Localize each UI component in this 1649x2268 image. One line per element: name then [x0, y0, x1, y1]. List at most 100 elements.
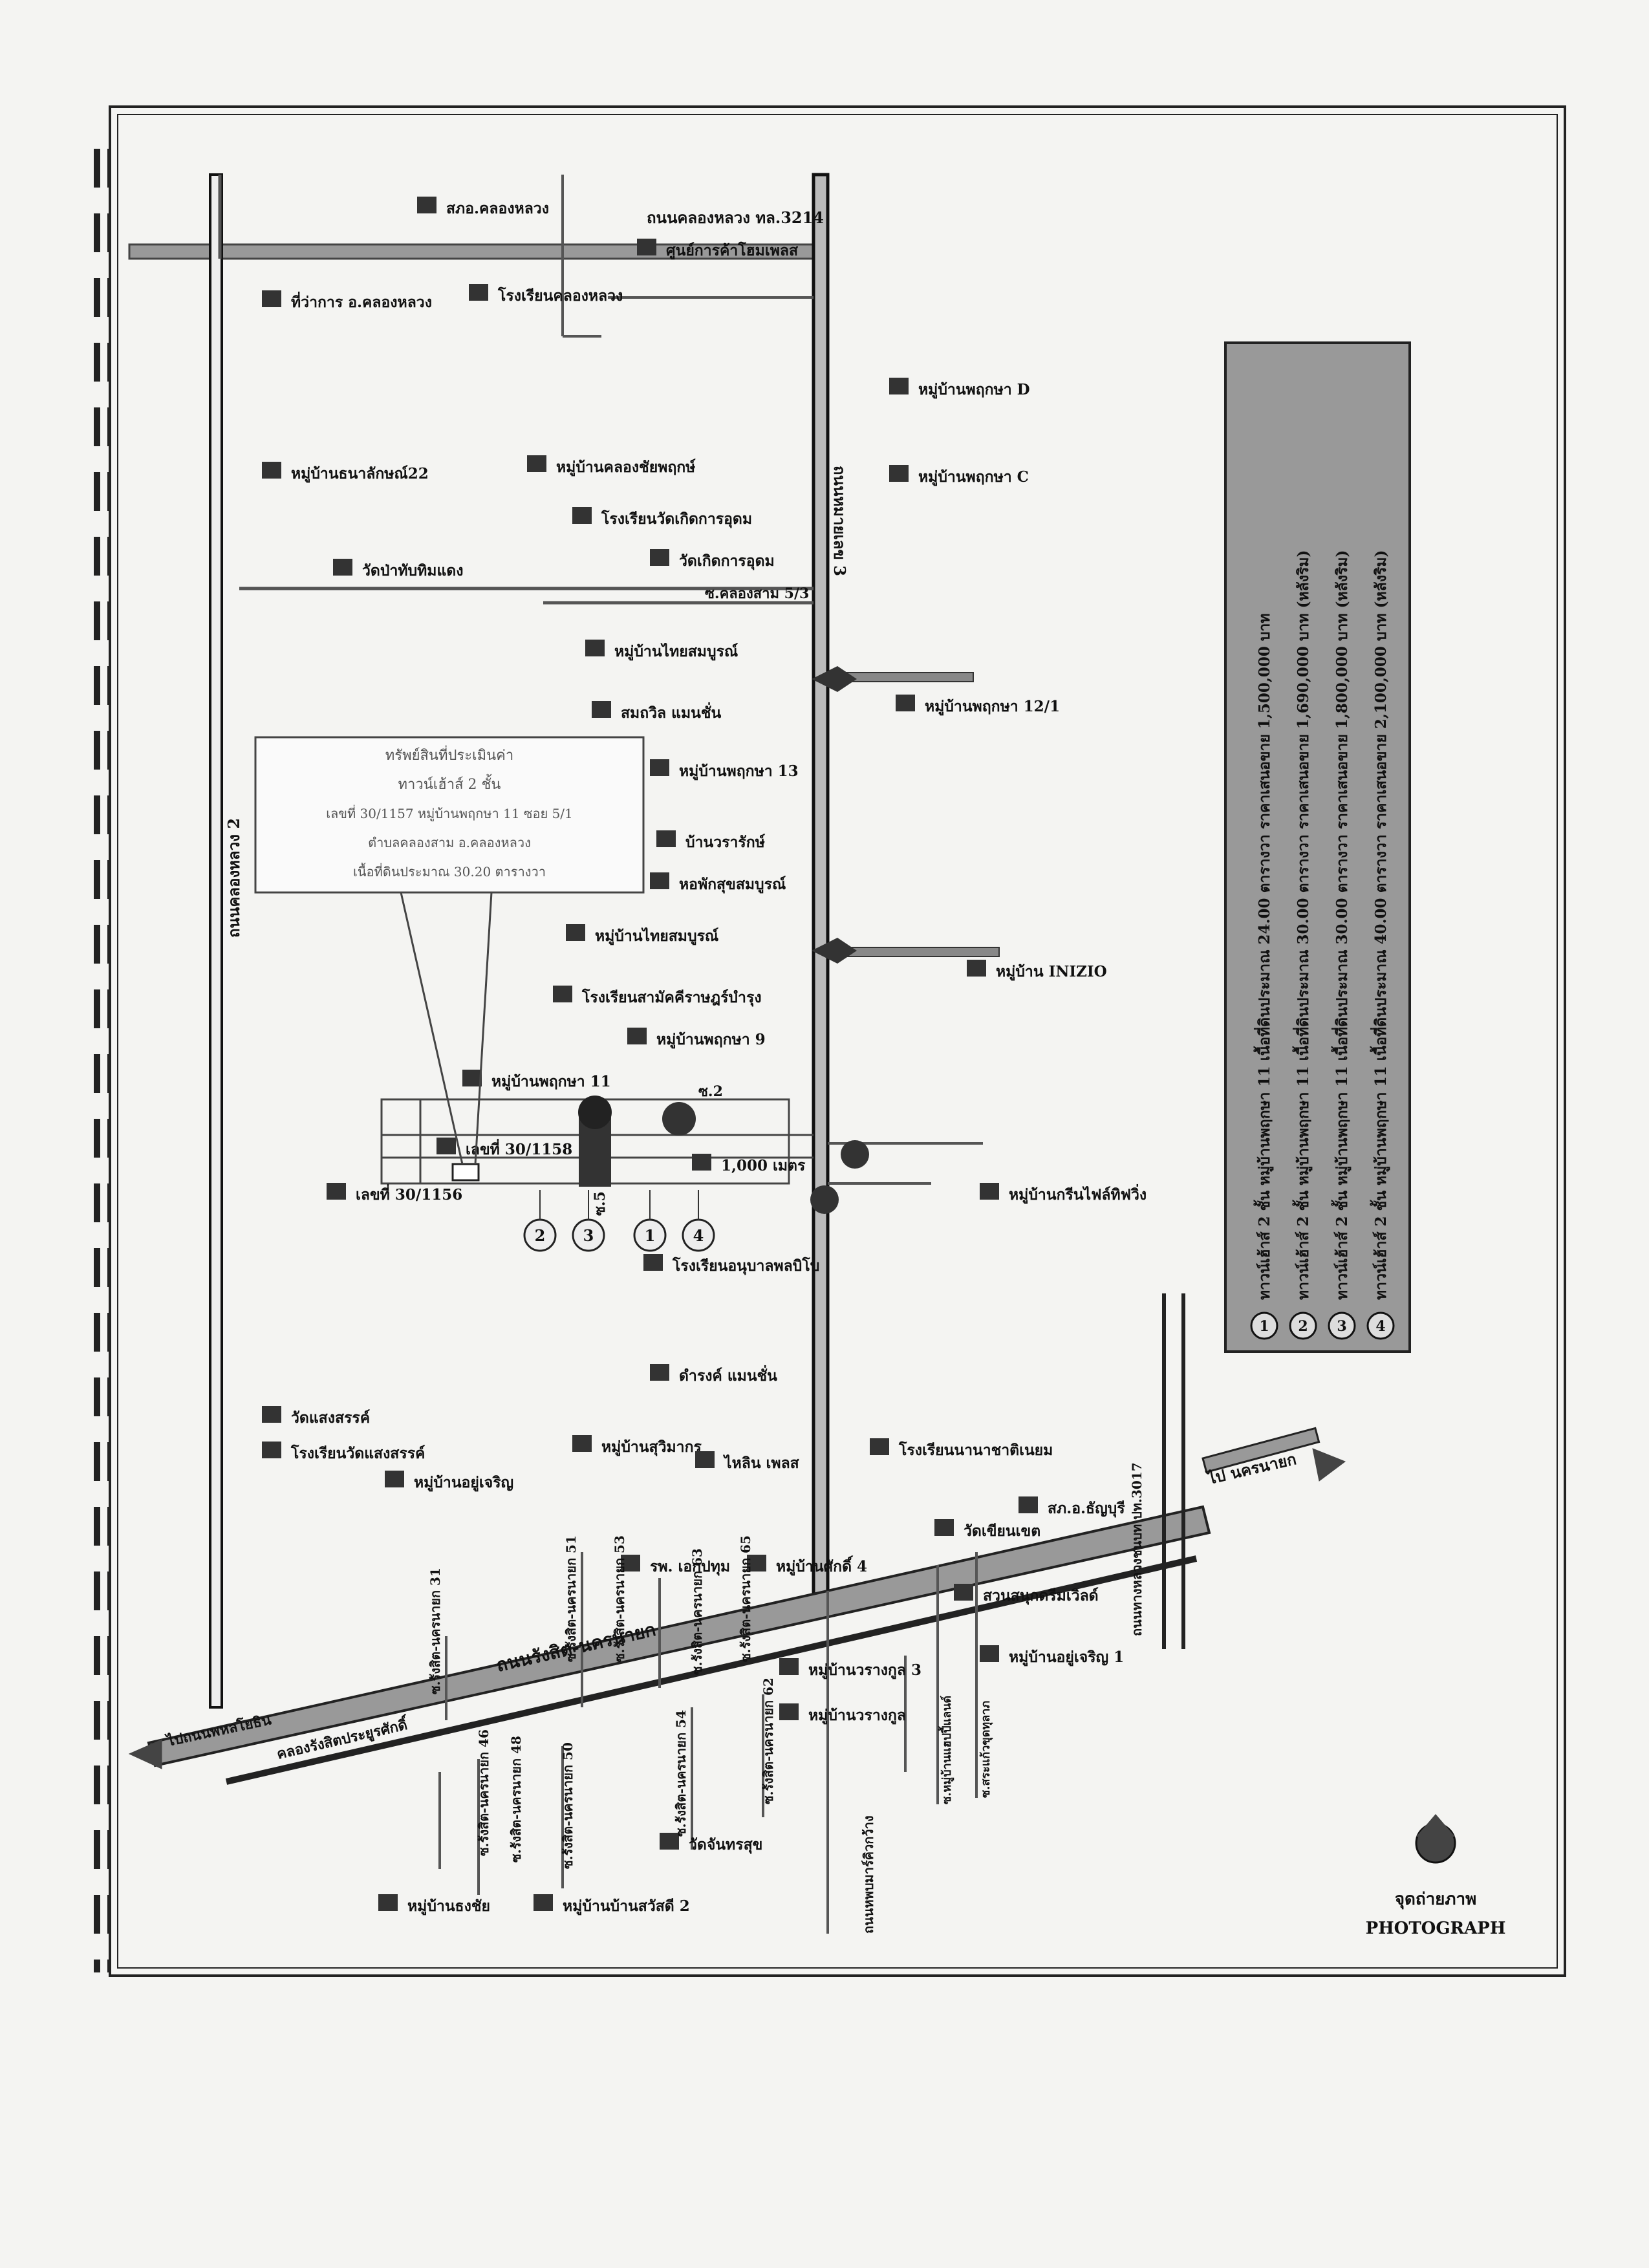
legend-marker-number: 3	[1337, 1318, 1346, 1335]
place-icon	[870, 1438, 889, 1455]
place-icon	[934, 1519, 954, 1536]
place-icon	[779, 1658, 799, 1675]
place-label: วัดป่าทับทิมแดง	[362, 562, 463, 579]
bypass-label: ถนนทางหลวงชนบท ปท.3017	[1129, 1462, 1145, 1636]
place-icon	[650, 1364, 669, 1381]
callout-line-1: ทรัพย์สินที่ประเมินค่า	[385, 745, 513, 764]
comparable-marker-number: 2	[535, 1226, 546, 1245]
place-label: ที่ว่าการ อ.คลองหลวง	[291, 291, 432, 311]
place-icon	[1018, 1496, 1038, 1513]
place-label: หมู่บ้านอยู่เจริญ	[414, 1474, 513, 1492]
place-icon	[572, 1435, 592, 1452]
place-icon	[462, 1070, 482, 1086]
place-label: โรงเรียนนานาชาติเนยม	[898, 1441, 1053, 1459]
place-icon	[469, 284, 488, 301]
callout-line-2: ทาวน์เฮ้าส์ 2 ชั้น	[398, 774, 501, 793]
soi-54-label: ซ.รังสิต-นครนายก 54	[673, 1710, 689, 1837]
place-label: โรงเรียนอนุบาลพลบิโบ	[672, 1257, 819, 1275]
place-icon	[650, 872, 669, 889]
place-icon	[417, 197, 436, 213]
photo-key-th: จุดถ่ายภาพ	[1395, 1890, 1477, 1910]
callout-line-5: เนื้อที่ดินประมาณ 30.20 ตารางวา	[353, 863, 546, 880]
place-label: หมู่บ้านพฤกษา 13	[679, 762, 799, 781]
place-label: หมู่บ้านไทยสมบูรณ์	[614, 642, 738, 661]
place-label: วัดแสงสรรค์	[291, 1409, 370, 1427]
legend-marker	[1328, 1312, 1356, 1340]
place-icon	[262, 290, 281, 307]
place-icon	[333, 559, 352, 576]
place-icon	[637, 239, 656, 255]
place-label: โรงเรียนคลองหลวง	[497, 286, 623, 305]
place-label: บ้านวรารักษ์	[685, 834, 765, 851]
callout-line-4: ตำบลคลองสาม อ.คลองหลวง	[368, 835, 531, 850]
place-label: วัดจันทรสุข	[689, 1836, 762, 1854]
place-icon	[621, 1555, 640, 1571]
place-label: ศูนย์การค้าโฮมเพลส	[666, 241, 799, 260]
place-icon	[889, 378, 909, 394]
place-label: เลขที่ 30/1158	[466, 1138, 572, 1158]
place-icon	[660, 1833, 679, 1850]
place-icon	[534, 1894, 553, 1911]
place-label: หมู่บ้านพฤกษา D	[918, 381, 1030, 399]
highway-2-label: ถนนคลองหลวง 2	[224, 818, 243, 938]
subject-callout: ทรัพย์สินที่ประเมินค่า ทาวน์เฮ้าส์ 2 ชั้…	[254, 736, 645, 1165]
place-label: เลขที่ 30/1156	[356, 1183, 462, 1204]
legend-row-text: ทาวน์เฮ้าส์ 2 ชั้น หมู่บ้านพฤกษา 11 เนื้…	[1331, 550, 1352, 1300]
place-icon	[262, 462, 281, 479]
subject-property	[451, 1096, 612, 1187]
legend-marker-number: 1	[1259, 1318, 1269, 1335]
place-label: หมู่บ้านพฤกษา C	[918, 468, 1029, 486]
soi-31-label: ซ.รังสิต-นครนายก 31	[427, 1568, 443, 1694]
place-label: หมู่บ้านคลองชัยพฤกษ์	[556, 459, 696, 477]
soi-rama-label: ถนนหพบมาร์คิวกว้าง	[861, 1815, 876, 1934]
place-label: หมู่บ้านพฤกษา 12/1	[925, 698, 1060, 716]
place-label: หมู่บ้านอยู่เจริญ 1	[1009, 1648, 1124, 1667]
place-label: รพ. เอกปทุม	[650, 1558, 730, 1576]
page-border	[109, 105, 1566, 1977]
top-road-label: ถนนคลองหลวง ทล.3214	[647, 208, 824, 227]
place-icon	[779, 1703, 799, 1720]
soi-46-label: ซ.รังสิต-นครนายก 46	[476, 1729, 491, 1856]
legend-marker	[1289, 1312, 1317, 1340]
place-icon	[650, 549, 669, 566]
place-icon	[954, 1584, 973, 1601]
place-icon	[527, 455, 546, 472]
highway-3-label: ถนนหมายเลข 3	[830, 466, 849, 576]
roads	[128, 173, 1346, 1934]
lane-5-label: ซ.5	[592, 1191, 609, 1216]
place-icon	[896, 695, 915, 711]
place-icon	[585, 640, 605, 656]
left-highway	[209, 173, 223, 1709]
place-label: ไหลิน เพลส	[722, 1454, 800, 1472]
place-label: หมู่บ้านธงชัย	[407, 1897, 490, 1916]
place-label: หมู่บ้านพฤกษา 11	[491, 1073, 611, 1091]
legend-marker-number: 2	[1298, 1318, 1308, 1335]
place-label: หมู่บ้านวรางกูล	[808, 1707, 906, 1725]
soi-51-label: ซ.รังสิต-นครนายก 51	[563, 1535, 579, 1662]
place-icon	[327, 1183, 346, 1200]
soi-happy-label: ซ.หมู่บ้านแฮปปี้แลนด์	[938, 1696, 954, 1804]
place-label: หอพักสุขสมบูรณ์	[679, 876, 786, 894]
legend-row-text: ทาวน์เฮ้าส์ 2 ชั้น หมู่บ้านพฤกษา 11 เนื้…	[1292, 550, 1313, 1300]
main-highway	[812, 173, 830, 1599]
place-icon	[650, 759, 669, 776]
comparable-marker-number: 3	[583, 1226, 594, 1245]
soi-65-label: ซ.รังสิต-นครนายก 65	[738, 1535, 753, 1662]
place-icon	[643, 1254, 663, 1271]
place-label: สภ.อ.ธัญบุรี	[1048, 1500, 1125, 1518]
legend-marker	[1250, 1312, 1278, 1340]
place-label: หมู่บ้านกรีนไฟล์ทิฟวิ่ง	[1009, 1183, 1147, 1204]
place-label: หมู่บ้านวรางกูล 3	[808, 1661, 921, 1679]
place-icon	[980, 1645, 999, 1662]
place-icon	[747, 1555, 766, 1571]
soi-labels: ซ.รังสิต-นครนายก 31 ซ.รังสิต-นครนายก 46 …	[427, 1535, 993, 1869]
soi-48-label: ซ.รังสิต-นครนายก 48	[508, 1736, 524, 1863]
place-label: วัดเขียนเขต	[964, 1522, 1040, 1540]
place-icon	[592, 701, 611, 718]
place-icon	[572, 507, 592, 524]
place-icon	[566, 924, 585, 941]
place-label: หมู่บ้านบ้านสวัสดี 2	[563, 1897, 690, 1916]
place-icon	[656, 830, 676, 847]
